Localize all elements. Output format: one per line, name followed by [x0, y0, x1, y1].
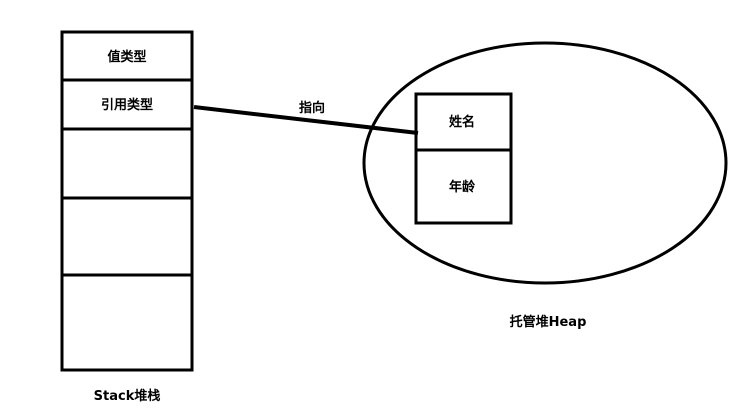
stack-cell-empty [60, 127, 194, 200]
heap-ellipse [362, 41, 728, 285]
stack-cell-label: 引用类型 [101, 97, 153, 113]
pointer: 指向 [193, 100, 419, 135]
heap-field-label: 姓名 [448, 114, 475, 130]
heap-field-label: 年龄 [449, 179, 476, 195]
stack: 值类型 引用类型 Stack堆栈 [60, 30, 194, 404]
heap-caption: 托管堆Heap [510, 314, 587, 330]
stack-cell-empty [60, 196, 194, 277]
stack-cell-empty [60, 273, 194, 372]
heap-object-field-age [414, 148, 513, 225]
pointer-label: 指向 [299, 100, 325, 116]
stack-caption: Stack堆栈 [94, 388, 161, 404]
heap: 姓名 年龄 托管堆Heap [362, 41, 728, 330]
pointer-line [193, 105, 419, 135]
stack-cell-label: 值类型 [107, 49, 146, 65]
